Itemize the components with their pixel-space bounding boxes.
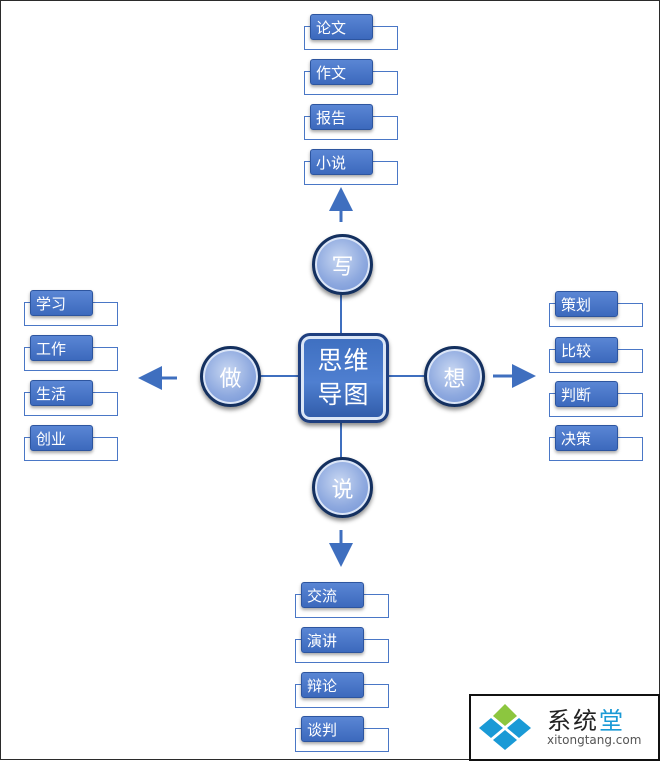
right-item: 比较 — [549, 337, 644, 373]
watermark-brand-accent: 堂 — [599, 707, 625, 735]
right-item: 决策 — [549, 425, 644, 461]
center-node: 思维导图 — [298, 333, 389, 423]
right-item-label: 比较 — [555, 337, 618, 363]
branch-node-right-label: 想 — [443, 366, 466, 392]
bottom-item: 演讲 — [295, 627, 390, 663]
top-item: 作文 — [304, 59, 399, 95]
branch-node-top: 写 — [312, 234, 373, 295]
watermark-url: xitongtang.com — [547, 733, 642, 747]
top-item: 报告 — [304, 104, 399, 140]
watermark-brand: 系统堂 — [547, 707, 625, 735]
bottom-item-label: 交流 — [301, 582, 364, 608]
branch-node-left: 做 — [200, 346, 261, 407]
bottom-item: 谈判 — [295, 716, 390, 752]
center-node-label: 思维导图 — [317, 346, 370, 409]
right-item-label: 策划 — [555, 291, 618, 317]
left-item: 创业 — [24, 425, 119, 461]
right-item-label: 决策 — [555, 425, 618, 451]
right-item: 判断 — [549, 381, 644, 417]
top-item-label: 小说 — [310, 149, 373, 175]
diamond-logo-icon — [479, 704, 531, 750]
branch-node-left-label: 做 — [219, 366, 242, 392]
top-item: 小说 — [304, 149, 399, 185]
left-item-label: 创业 — [30, 425, 93, 451]
branch-node-bottom-label: 说 — [331, 477, 354, 503]
bottom-item-label: 演讲 — [301, 627, 364, 653]
left-item: 生活 — [24, 380, 119, 416]
right-item: 策划 — [549, 291, 644, 327]
watermark-logo: 系统堂 xitongtang.com — [469, 694, 660, 761]
left-item-label: 工作 — [30, 335, 93, 361]
bottom-item: 辩论 — [295, 672, 390, 708]
bottom-item-label: 辩论 — [301, 672, 364, 698]
top-item-label: 论文 — [310, 14, 373, 40]
left-item-label: 生活 — [30, 380, 93, 406]
top-item-label: 报告 — [310, 104, 373, 130]
branch-node-right: 想 — [424, 346, 485, 407]
left-item: 学习 — [24, 290, 119, 326]
top-item: 论文 — [304, 14, 399, 50]
top-item-label: 作文 — [310, 59, 373, 85]
left-item-label: 学习 — [30, 290, 93, 316]
right-item-label: 判断 — [555, 381, 618, 407]
left-item: 工作 — [24, 335, 119, 371]
branch-node-top-label: 写 — [331, 254, 354, 280]
branch-node-bottom: 说 — [312, 457, 373, 518]
bottom-item-label: 谈判 — [301, 716, 364, 742]
bottom-item: 交流 — [295, 582, 390, 618]
